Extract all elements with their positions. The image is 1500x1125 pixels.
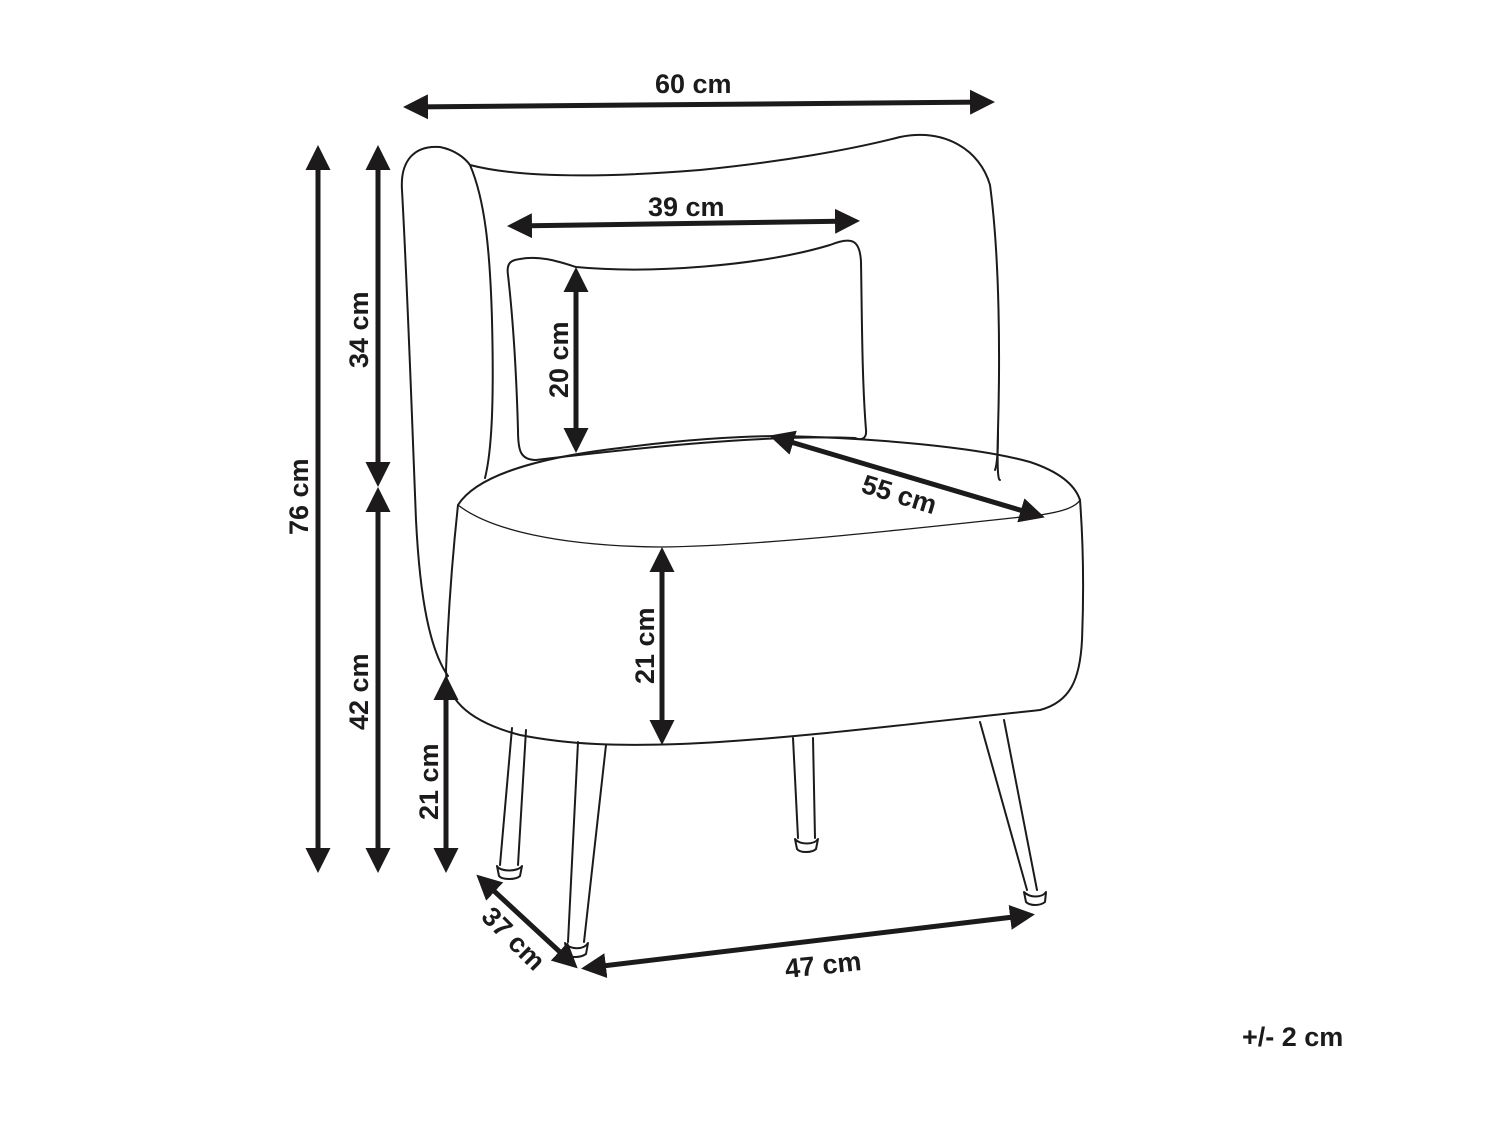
chair-drawing [400,134,1085,958]
dim-overall-height-label: 76 cm [284,458,314,535]
backrest-outline [400,134,1001,677]
left-wing-inner-edge [469,164,494,479]
dim-cushion-height: 20 cm [544,267,589,453]
dim-leg-height: 21 cm [414,675,459,873]
dim-overall-height: 76 cm [284,145,331,873]
dim-seat-thickness: 21 cm [630,547,675,745]
dim-seat-thickness-label: 21 cm [630,607,660,684]
dim-seat-height: 42 cm [344,487,391,873]
tolerance-note: +/- 2 cm [1242,1022,1344,1052]
dim-overall-width: 60 cm [403,69,995,120]
dim-cushion-width: 39 cm [507,192,860,239]
dim-leg-height-label: 21 cm [414,743,444,820]
dim-leg-span-depth: 37 cm [476,874,578,976]
dim-leg-span-width-label: 47 cm [783,946,862,984]
seat-cushion-top [457,435,1081,506]
chair-legs [496,719,1047,958]
dim-cushion-height-label: 20 cm [544,321,574,398]
dim-cushion-width-label: 39 cm [648,192,725,222]
seat-cushion-front-seam [457,499,1081,548]
dim-backrest-height: 34 cm [344,145,391,487]
dim-leg-span-width: 47 cm [581,904,1035,984]
dim-seat-depth: 55 cm [769,430,1045,523]
seat-cushion-body [445,499,1085,746]
dim-backrest-height-label: 34 cm [344,291,374,368]
dim-seat-height-label: 42 cm [344,653,374,730]
dim-overall-width-label: 60 cm [655,69,732,99]
